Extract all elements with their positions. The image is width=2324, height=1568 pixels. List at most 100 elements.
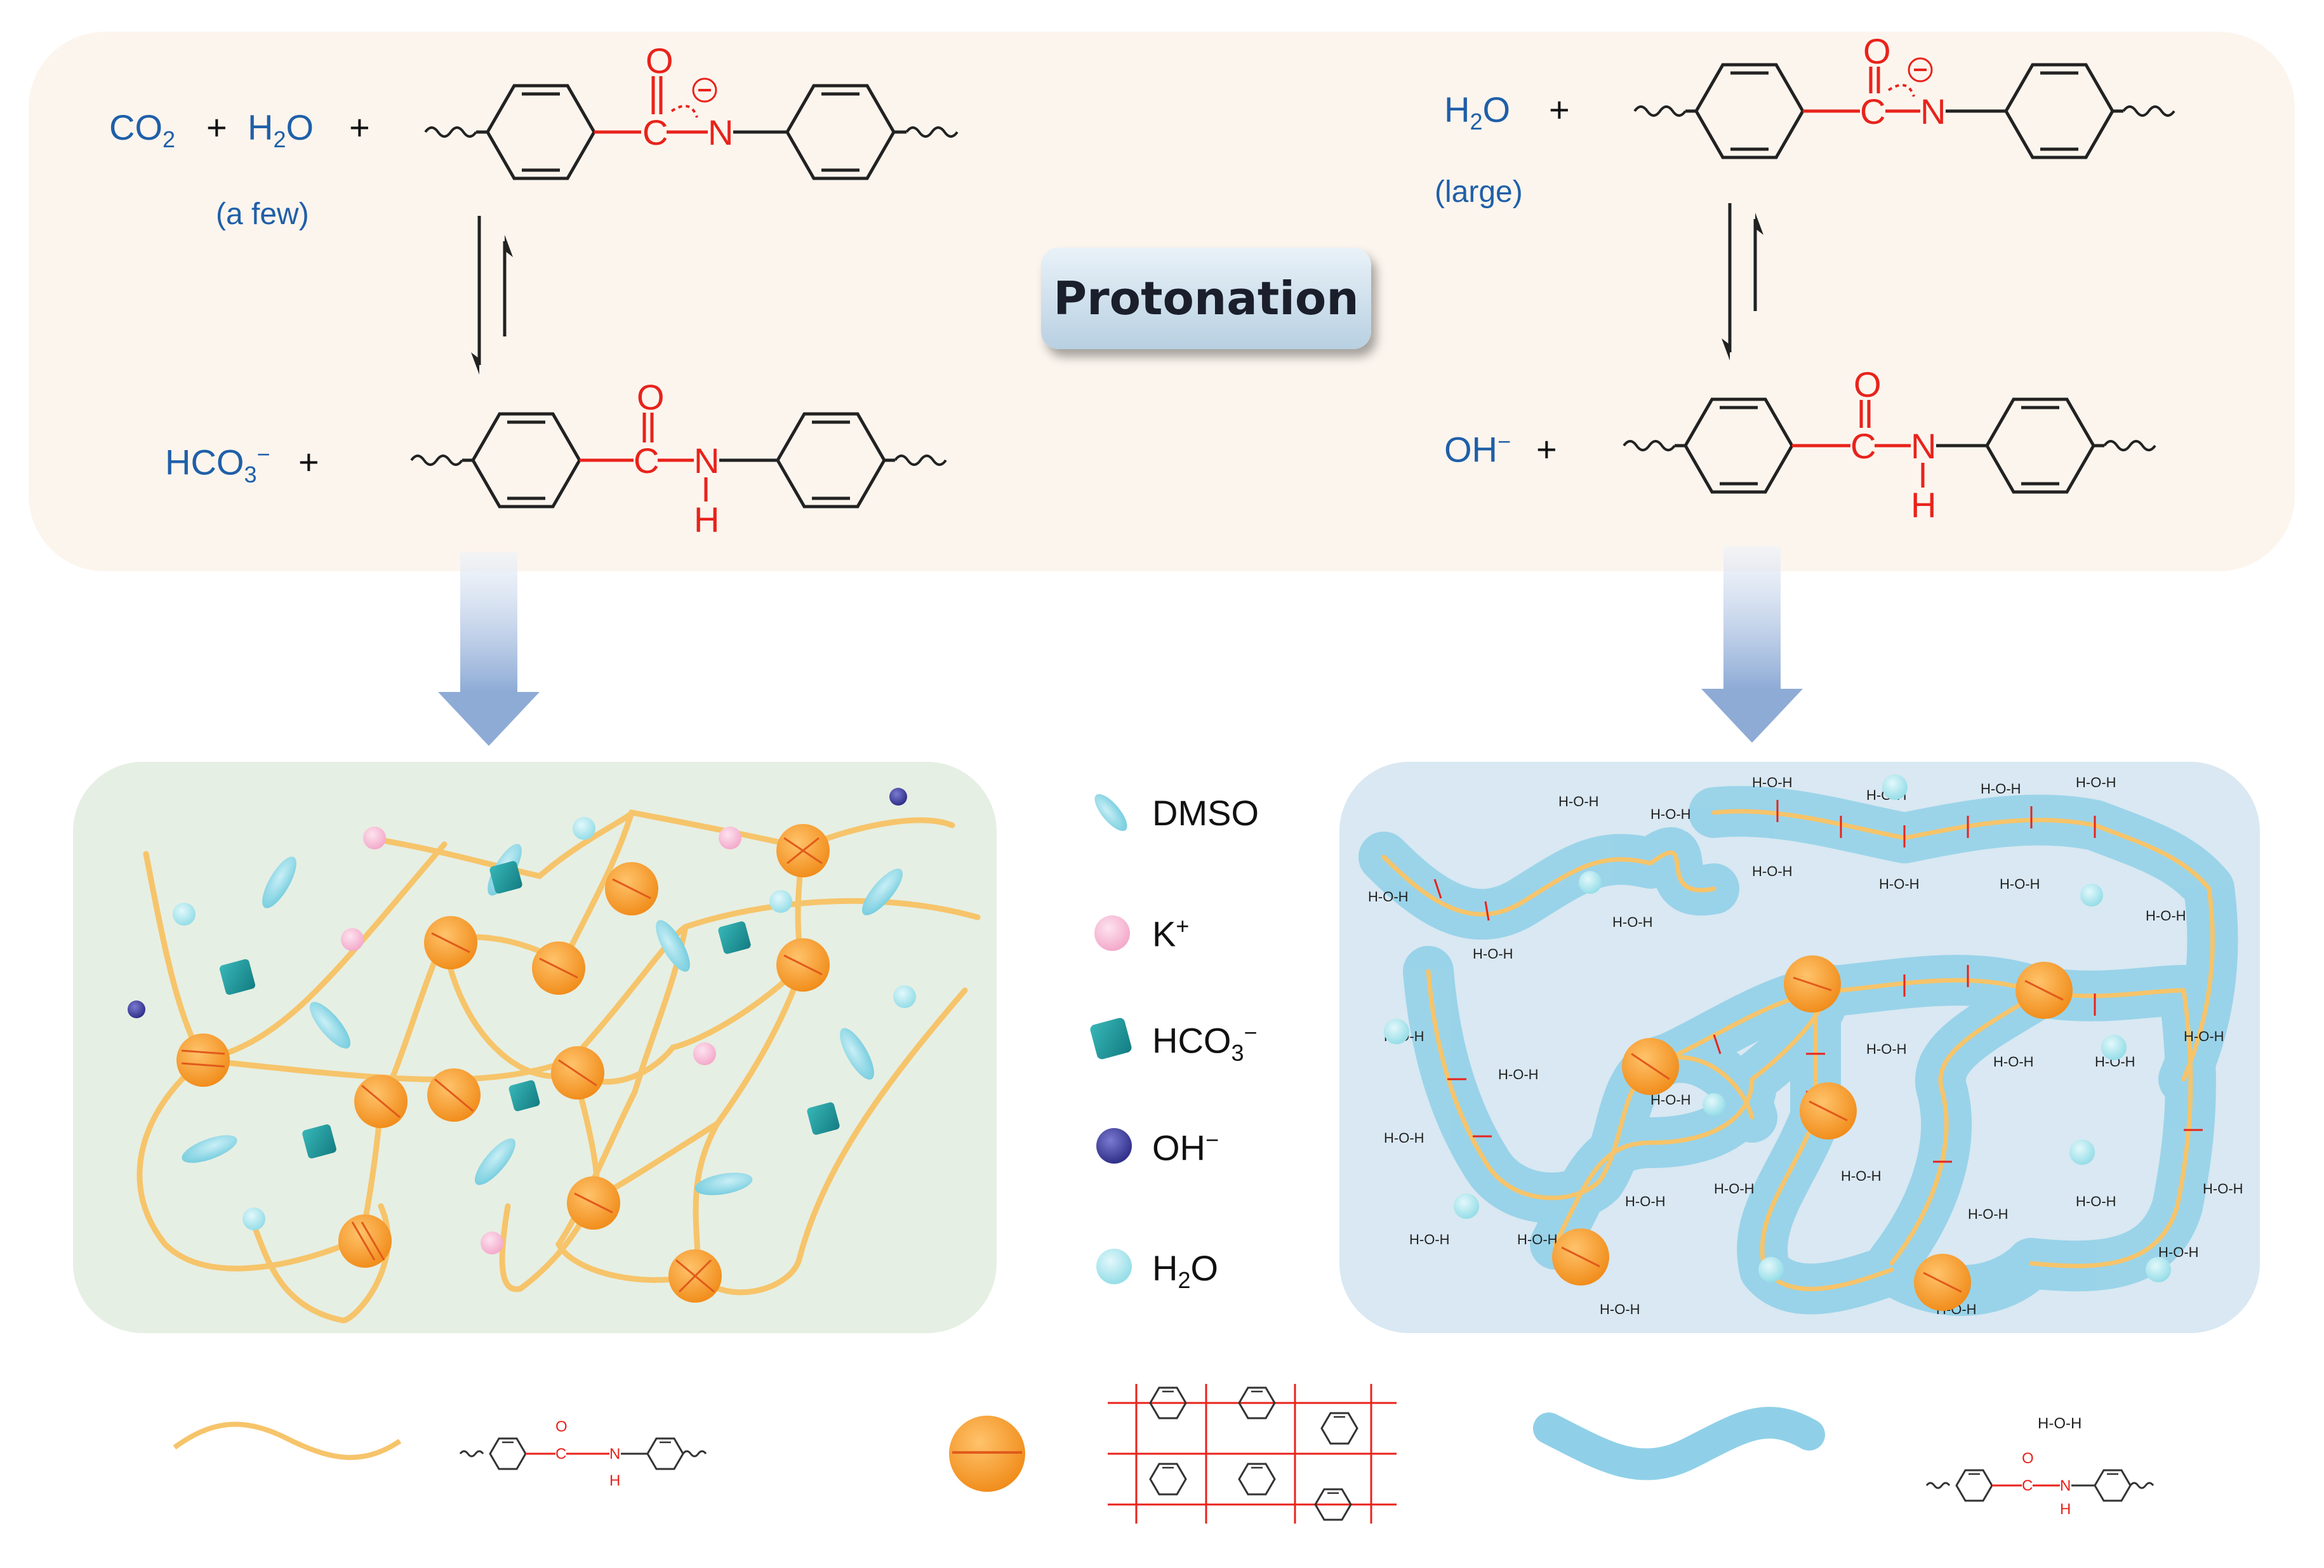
svg-text:H-O-H: H-O-H [1612, 914, 1653, 930]
potassium-ion [363, 827, 386, 849]
potassium-ion [719, 827, 741, 849]
left-anion-structure: C O N [424, 41, 959, 178]
legend-label-potassium: K+ [1152, 913, 1190, 954]
protonation-badge: Protonation [1041, 248, 1371, 349]
svg-text:H-O-H: H-O-H [1752, 863, 1793, 879]
crosslink-node [1552, 1228, 1609, 1286]
svg-text:N: N [1920, 91, 1946, 131]
left-plus-3: + [298, 442, 319, 482]
crosslink-node [176, 1033, 230, 1087]
dmso-molecule [262, 856, 296, 908]
svg-text:H-O-H: H-O-H [2158, 1244, 2199, 1260]
potassium-ion [341, 928, 364, 951]
crosslink-node [776, 824, 830, 877]
crosslink-node [2015, 962, 2073, 1019]
key-strand [173, 1421, 402, 1460]
svg-text:H-O-H: H-O-H [1866, 1041, 1907, 1057]
bicarbonate-ion [508, 1080, 540, 1112]
svg-text:H-O-H: H-O-H [2146, 908, 2186, 924]
svg-text:N: N [1911, 426, 1936, 466]
svg-text:H-O-H: H-O-H [1714, 1181, 1755, 1197]
right-amount: (large) [1435, 175, 1523, 209]
right-neutral-structure: C O N H [1623, 364, 2156, 525]
svg-text:H: H [609, 1472, 620, 1489]
dmso-molecule [309, 1002, 351, 1049]
crosslink-node [338, 1214, 392, 1268]
left-reactant-water: H2O [248, 107, 314, 153]
water-molecule [893, 985, 916, 1008]
right-reactant-water: H2O [1444, 90, 1511, 135]
crosslink-node [427, 1068, 481, 1122]
potassium-ion [481, 1232, 503, 1254]
svg-text:O: O [2022, 1450, 2034, 1467]
svg-text:O: O [1863, 31, 1891, 71]
svg-text:H-O-H: H-O-H [1517, 1232, 1558, 1247]
crosslink-node [1622, 1038, 1679, 1095]
svg-text:H-O-H: H-O-H [1650, 806, 1691, 822]
crosslink-node [1914, 1254, 1971, 1311]
left-species [128, 788, 916, 1254]
svg-text:H-O-H: H-O-H [1981, 781, 2021, 797]
svg-text:H-O-H: H-O-H [1409, 1232, 1450, 1247]
key-crosslink [949, 1416, 1025, 1492]
right-polymer-strands [1381, 809, 2215, 1291]
svg-text:H-O-H: H-O-H [1600, 1301, 1640, 1317]
svg-text:H-O-H: H-O-H [1752, 774, 1793, 790]
bicarbonate-ion [302, 1124, 336, 1159]
svg-text:H-O-H: H-O-H [1558, 794, 1599, 809]
left-neutral-structure: C O N H [410, 377, 947, 540]
svg-text:N: N [609, 1445, 620, 1463]
svg-text:H-O-H: H-O-H [1368, 889, 1409, 905]
crosslink-node [567, 1176, 620, 1230]
key-crosslink-structure [1108, 1384, 1397, 1524]
svg-text:H-O-H: H-O-H [1498, 1066, 1539, 1082]
dmso-molecule [656, 920, 690, 972]
low-water-network-panel [73, 762, 997, 1333]
svg-text:H-O-H: H-O-H [2076, 1193, 2116, 1209]
key-hydrated-strand [1533, 1407, 1825, 1480]
legend-label-dmso: DMSO [1152, 793, 1259, 833]
crosslink-node [532, 941, 585, 995]
bicarbonate-ion [489, 861, 522, 894]
water-molecule [573, 817, 595, 840]
dmso-molecule [182, 1135, 237, 1163]
svg-text:O: O [646, 41, 674, 81]
legend-label-water: H2O [1152, 1248, 1219, 1294]
svg-text:H: H [1911, 485, 1936, 525]
water-molecule [769, 890, 792, 913]
svg-text:H: H [2060, 1501, 2071, 1518]
left-product-bicarbonate: HCO3− [165, 441, 270, 488]
svg-text:H-O-H: H-O-H [1993, 1054, 2034, 1070]
potassium-ion [693, 1042, 716, 1065]
svg-text:H-O-H: H-O-H [1879, 876, 1920, 892]
svg-text:H-O-H: H-O-H [1384, 1130, 1424, 1146]
svg-text:N: N [694, 441, 719, 481]
dmso-molecule [694, 1173, 753, 1195]
legend-label-bicarbonate: HCO3− [1152, 1020, 1258, 1066]
svg-text:H-O-H: H-O-H [2000, 876, 2040, 892]
svg-text:H-O-H: H-O-H [1625, 1193, 1666, 1209]
left-equilibrium-arrow [471, 216, 513, 375]
crosslink-node [1784, 955, 1841, 1013]
hydroxide-ion [128, 1000, 145, 1018]
left-plus-1: + [206, 107, 227, 147]
svg-text:H-O-H: H-O-H [1968, 1206, 2009, 1222]
svg-text:H-O-H: H-O-H [2184, 1028, 2224, 1044]
hydroxide-sphere-icon [1096, 1128, 1132, 1164]
bicarbonate-ion [807, 1102, 840, 1135]
bicarbonate-ion [219, 959, 256, 995]
right-product-hydroxide: OH− [1444, 429, 1511, 470]
crosslink-node [424, 916, 477, 969]
svg-text:H-O-H: H-O-H [2203, 1181, 2243, 1197]
dmso-molecule [840, 1028, 874, 1080]
left-down-arrow [438, 552, 540, 746]
crosslink-node [605, 862, 658, 915]
right-water-molecules [1384, 774, 2171, 1282]
water-molecule [173, 903, 196, 926]
protonation-label: Protonation [1053, 272, 1359, 325]
crosslink-node [1800, 1082, 1857, 1139]
potassium-sphere-icon [1094, 915, 1130, 951]
water-molecule [242, 1207, 265, 1230]
right-crosslinks [1552, 955, 2073, 1311]
key-strand-structure: C O N H [459, 1418, 707, 1489]
